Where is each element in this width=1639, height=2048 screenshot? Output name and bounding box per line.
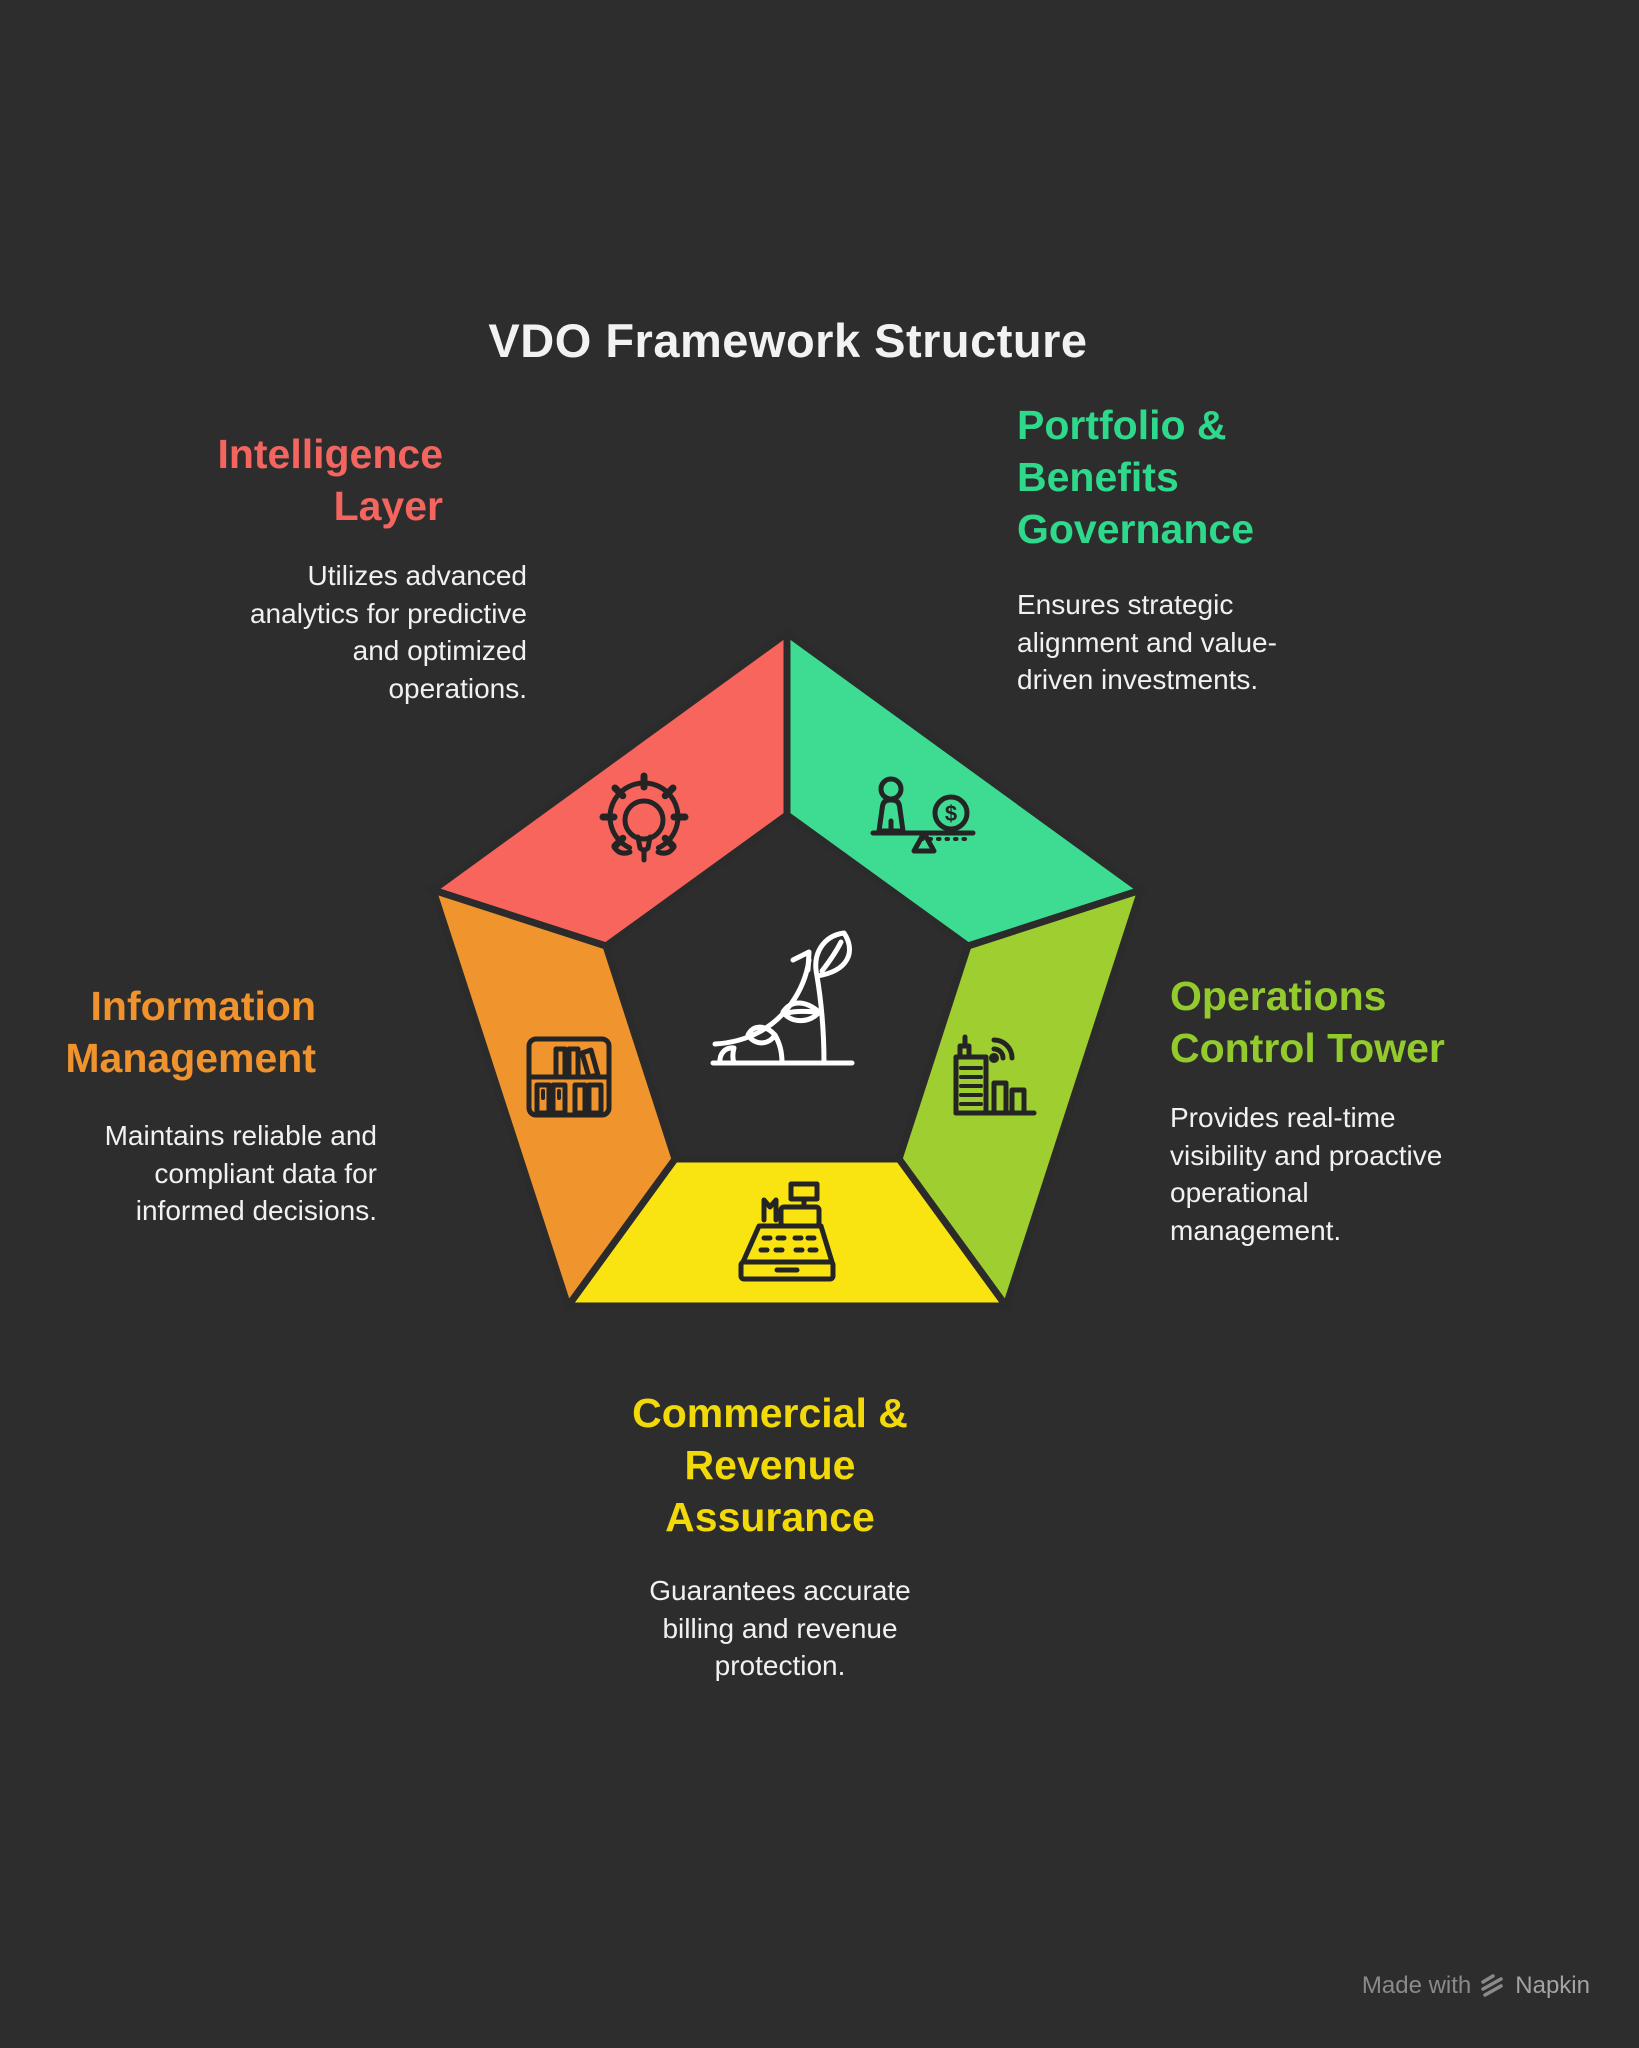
information-management-description: Maintains reliable and compliant data fo… bbox=[104, 1120, 377, 1226]
cash-register-icon bbox=[738, 1181, 836, 1282]
svg-text:$: $ bbox=[945, 801, 957, 826]
commercial-revenue-assurance-heading: Commercial & Revenue Assurance bbox=[632, 1390, 908, 1540]
watermark-prefix: Made with bbox=[1361, 1972, 1472, 1999]
portfolio-benefits-governance-description: Ensures strategic alignment and value- d… bbox=[1017, 589, 1277, 695]
smart-building-bars-icon bbox=[953, 1034, 1037, 1116]
page-title: VDO Framework Structure bbox=[488, 314, 1088, 368]
watermark: Made with Napkin bbox=[1362, 1972, 1590, 2000]
portfolio-benefits-governance-heading: Portfolio & Benefits Governance bbox=[1017, 402, 1254, 552]
growth-plant-icon bbox=[710, 930, 855, 1066]
intelligence-layer-description: Utilizes advanced analytics for predicti… bbox=[249, 560, 527, 704]
intelligence-layer-heading: Intelligence Layer bbox=[217, 431, 443, 529]
commercial-revenue-assurance-description: Guarantees accurate billing and revenue … bbox=[649, 1575, 911, 1681]
operations-control-tower-description: Provides real-time visibility and proact… bbox=[1170, 1102, 1443, 1246]
napkin-logo-icon bbox=[1481, 1974, 1504, 1997]
gear-lightbulb-icon bbox=[599, 772, 689, 863]
operations-control-tower-heading: Operations Control Tower bbox=[1170, 973, 1445, 1071]
bookshelf-icon bbox=[526, 1036, 612, 1118]
watermark-brand: Napkin bbox=[1515, 1972, 1590, 1999]
information-management-heading: Information Management bbox=[65, 983, 316, 1081]
person-money-balance-icon: $ bbox=[870, 776, 976, 854]
